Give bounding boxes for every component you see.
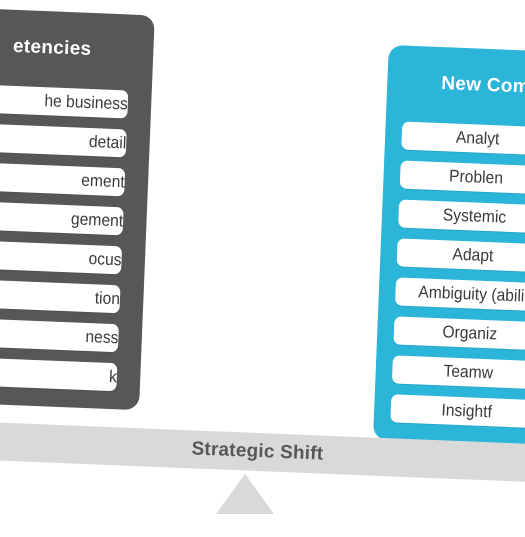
new-competency-item: Ambiguity (abili <box>394 277 525 312</box>
new-competencies-panel: New Com Analyt Problen Systemic Adapt Am… <box>372 44 525 448</box>
old-competencies-title: etencies <box>12 35 92 60</box>
old-competency-item: k <box>0 357 118 392</box>
new-competency-item: Adapt <box>396 238 525 273</box>
old-competency-item: he business <box>0 84 129 119</box>
new-competency-item: Teamw <box>391 355 525 390</box>
old-competency-item: gement <box>0 201 124 236</box>
new-competency-item: Organiz <box>393 316 525 351</box>
old-competency-label: tion <box>94 288 121 309</box>
old-competency-label: detail <box>88 131 127 153</box>
old-competency-label: ement <box>80 170 126 192</box>
old-competency-item: ement <box>0 162 126 197</box>
old-competency-label: ness <box>85 326 119 348</box>
new-competencies-title: New Com <box>440 73 525 98</box>
new-competency-item: Insightf <box>390 394 525 429</box>
new-competency-item: Analyt <box>401 121 525 156</box>
old-competency-item: ness <box>0 318 119 353</box>
new-competency-item: Problen <box>399 160 525 195</box>
old-competency-label: ocus <box>88 249 122 270</box>
old-competency-item: tion <box>0 279 121 314</box>
old-competency-label: k <box>108 366 118 387</box>
old-competency-label: he business <box>44 91 129 114</box>
fulcrum-triangle <box>216 474 274 514</box>
old-competency-item: ocus <box>0 240 123 275</box>
old-competency-item: detail <box>0 123 127 158</box>
old-competencies-panel: etencies he business detail ement gement… <box>0 8 155 411</box>
new-competency-item: Systemic <box>398 199 525 234</box>
old-competency-label: gement <box>70 209 124 231</box>
